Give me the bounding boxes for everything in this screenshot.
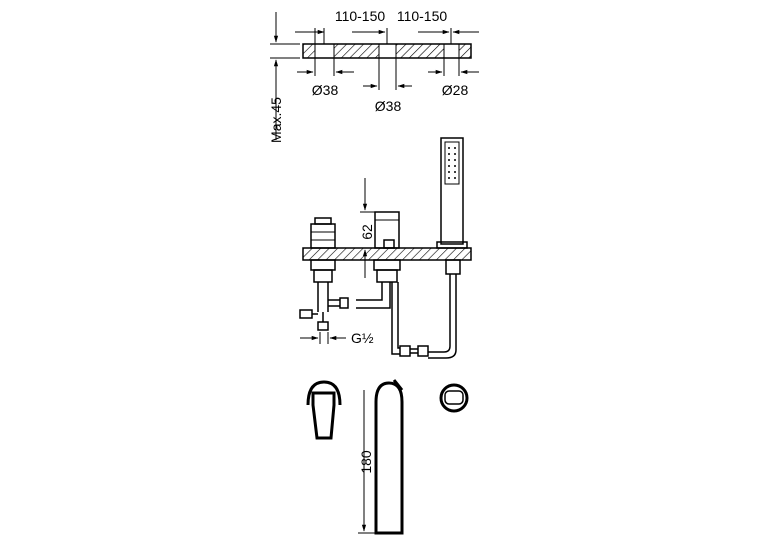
deck-hatch-1 <box>333 43 380 59</box>
spacing-left-label: 110-150 <box>335 8 386 24</box>
spout-body <box>374 211 400 249</box>
left-valve-connections <box>299 259 349 331</box>
deck-slab <box>302 247 472 261</box>
diverter-handle <box>310 217 336 249</box>
top-view: 110-150 110-150 Ø38 Ø38 Ø28 Max.45 <box>268 8 479 143</box>
deck-hatch-2 <box>395 43 445 59</box>
spout-height-label: 62 <box>359 224 375 240</box>
centre-connections <box>356 259 429 357</box>
deck-plate-top <box>302 43 472 59</box>
spacing-right-label: 110-150 <box>397 8 448 24</box>
hole-center-label: Ø38 <box>375 98 402 114</box>
hole-right-label: Ø28 <box>442 82 469 98</box>
spout-front <box>374 379 404 535</box>
front-view: 180 <box>306 379 469 535</box>
deck-max-label: Max.45 <box>268 97 284 143</box>
hand-shower <box>436 137 468 275</box>
shower-hose <box>428 274 457 359</box>
side-view: 62 G½ <box>299 137 472 359</box>
deck-hatch-0 <box>302 43 316 59</box>
hole-left-label: Ø38 <box>312 82 339 98</box>
spout-reach-label: 180 <box>358 450 374 474</box>
lever-handle <box>306 380 342 440</box>
deck-hatch-3 <box>458 43 472 59</box>
shower-holder-front <box>439 383 469 413</box>
thread-label: G½ <box>351 330 374 346</box>
